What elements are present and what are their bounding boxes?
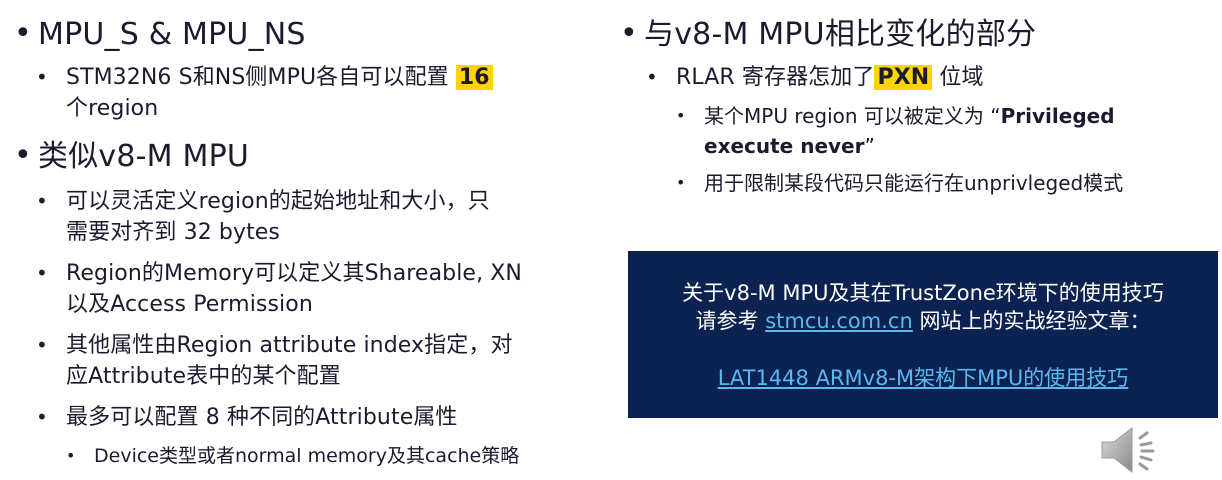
bullet-dot: • — [36, 333, 48, 357]
bullet-dot: • — [676, 173, 686, 192]
highlight-pxn: PXN — [874, 65, 933, 90]
text-privileged-post: ” — [864, 134, 875, 158]
text-privileged-line1: 某个MPU region 可以被定义为 “Privileged — [704, 101, 1115, 131]
bullet-dot: • — [36, 65, 48, 89]
text-region-memory-2: 以及Access Permission — [66, 292, 313, 317]
text-region-memory-1: Region的Memory可以定义其Shareable, XN — [66, 261, 522, 286]
bullet-dot: • — [36, 405, 48, 429]
text-privileged-line2: execute never” — [704, 131, 875, 161]
text-privileged-bold1: Privileged — [1000, 104, 1115, 128]
info-line-2-pre: 请参考 — [695, 309, 766, 333]
text-stm32n6-pre: STM32N6 S和NS侧MPU各自可以配置 — [66, 65, 449, 90]
info-line-2: 请参考 stmcu.com.cn 网站上的实战经验文章： — [628, 307, 1218, 335]
bullet-dot: • — [36, 189, 48, 213]
highlight-16: 16 — [455, 65, 493, 90]
bullet-dot: • — [620, 16, 638, 51]
bullet-dot: • — [14, 16, 32, 51]
speaker-svg — [1101, 426, 1155, 474]
text-region-addr-1: 可以灵活定义region的起始地址和大小，只 — [66, 189, 490, 214]
text-stm32n6-line2: 个region — [66, 96, 159, 121]
text-stm32n6: STM32N6 S和NS侧MPU各自可以配置 16 — [66, 62, 493, 93]
text-unprivileged: 用于限制某段代码只能运行在unprivleged模式 — [704, 171, 1124, 195]
text-device-type: Device类型或者normal memory及其cache策略 — [94, 445, 520, 467]
bullet-dot: • — [66, 446, 76, 465]
text-region-addr-2: 需要对齐到 32 bytes — [66, 220, 280, 245]
bullet-dot: • — [646, 65, 658, 89]
text-attribute-index-2: 应Attribute表中的某个配置 — [66, 364, 341, 389]
text-attribute-index-1: 其他属性由Region attribute index指定，对 — [66, 333, 513, 358]
info-line-1: 关于v8-M MPU及其在TrustZone环境下的使用技巧 — [682, 281, 1164, 305]
info-article-line: LAT1448 ARMv8-M架构下MPU的使用技巧 — [628, 364, 1218, 392]
text-privileged-bold2: execute never — [704, 134, 865, 158]
info-box: 关于v8-M MPU及其在TrustZone环境下的使用技巧 请参考 stmcu… — [628, 251, 1218, 418]
heading-v8m-mpu: 类似v8-M MPU — [38, 139, 250, 174]
article-link[interactable]: LAT1448 ARMv8-M架构下MPU的使用技巧 — [717, 366, 1129, 390]
text-attribute-count: 最多可以配置 8 种不同的Attribute属性 — [66, 405, 458, 430]
bullet-dot: • — [36, 261, 48, 285]
heading-mpu-s-ns: MPU_S & MPU_NS — [38, 17, 306, 52]
text-privileged-pre: 某个MPU region 可以被定义为 “ — [704, 104, 1001, 128]
stmcu-link[interactable]: stmcu.com.cn — [765, 309, 913, 333]
bullet-dot: • — [676, 106, 686, 125]
bullet-dot: • — [14, 138, 32, 173]
text-rlar-pre: RLAR 寄存器怎加了 — [676, 65, 875, 90]
heading-v8m-changes: 与v8-M MPU相比变化的部分 — [644, 17, 1037, 52]
speaker-icon[interactable] — [1098, 424, 1168, 476]
info-line-2-post: 网站上的实战经验文章： — [912, 309, 1151, 333]
text-rlar-post: 位域 — [932, 65, 984, 90]
